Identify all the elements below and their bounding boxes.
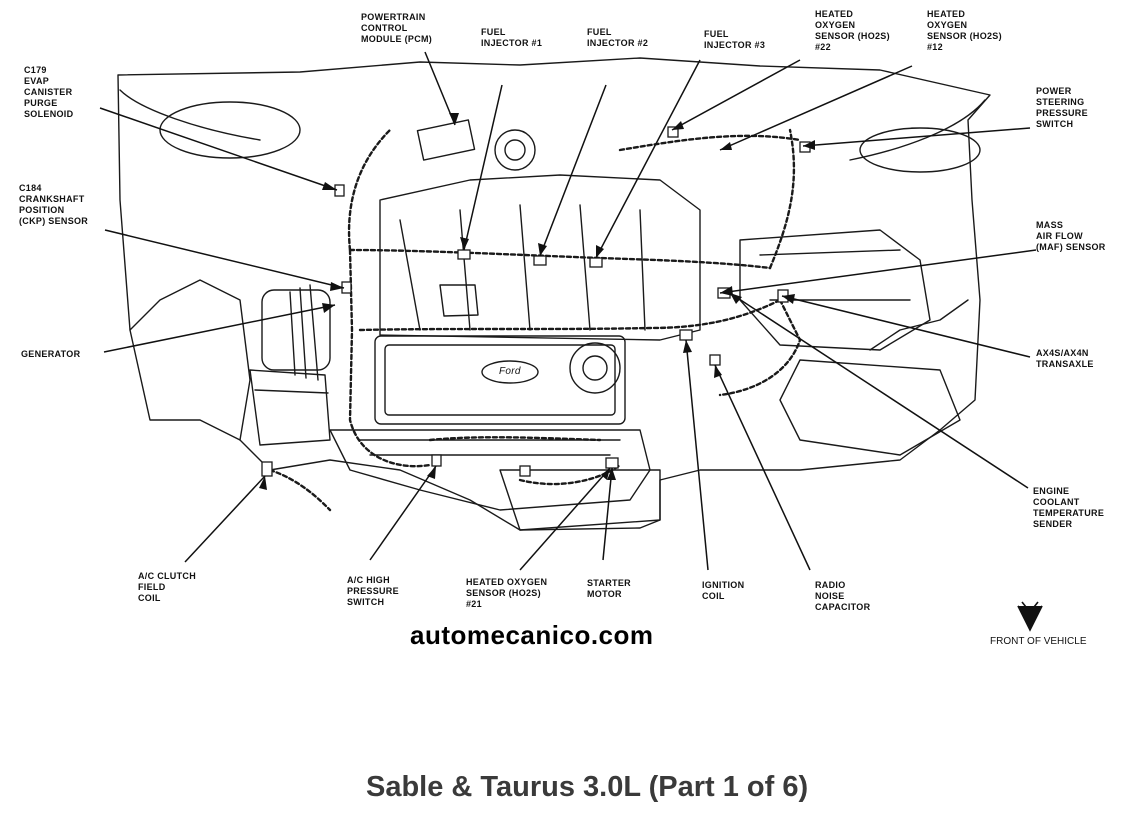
callout-ckp-sensor: C184 CRANKSHAFT POSITION (CKP) SENSOR: [19, 183, 89, 226]
ford-oval: [481, 360, 539, 384]
leader-fuel-injector-2: [539, 84, 607, 257]
strut-tower-right: [859, 127, 981, 173]
harness-main-upper: [348, 248, 772, 270]
callout-transaxle: AX4S/AX4N TRANSAXLE: [1036, 348, 1094, 369]
coil-pack: [569, 342, 621, 394]
harness-left: [347, 128, 432, 468]
leader-ckp: [104, 229, 345, 289]
harness-top: [618, 134, 802, 152]
callout-coolant-sender: ENGINE COOLANT TEMPERATURE SENDER: [1033, 486, 1105, 529]
pcm-box: [416, 119, 476, 161]
callout-fuel-injector-1: FUEL INJECTOR #1: [481, 27, 543, 48]
callout-ho2s-21: HEATED OXYGEN SENSOR (HO2S) #21: [466, 577, 548, 609]
leader-ho2s-12: [719, 65, 913, 151]
leader-starter: [602, 467, 613, 561]
front-bumper: [499, 469, 661, 531]
callout-generator: GENERATOR: [21, 349, 81, 359]
leader-ac-pressure: [369, 465, 437, 561]
leader-evap-solenoid: [99, 107, 338, 191]
generator-body: [261, 289, 331, 371]
watermark-text: automecanico.com: [410, 620, 654, 650]
harness-bottom: [428, 436, 622, 486]
callout-maf-sensor: MASS AIR FLOW (MAF) SENSOR: [1036, 220, 1106, 252]
fender-left: [119, 89, 261, 441]
harness-ac: [268, 468, 332, 512]
leader-radio-capacitor: [714, 364, 811, 571]
fender-right: [849, 99, 986, 351]
callout-ho2s-22: HEATED OXYGEN SENSOR (HO2S) #22: [815, 9, 890, 52]
body-outline: [117, 57, 991, 531]
harness-main-lower: [358, 298, 782, 332]
leader-pcm: [424, 51, 456, 126]
leader-fuel-injector-1: [463, 84, 503, 251]
leader-ac-clutch: [184, 475, 266, 563]
callout-fuel-injector-3: FUEL INJECTOR #3: [704, 29, 766, 50]
callout-power-steering-switch: POWER STEERING PRESSURE SWITCH: [1036, 86, 1088, 129]
callout-ac-clutch-coil: A/C CLUTCH FIELD COIL: [138, 571, 196, 603]
front-of-vehicle-label: FRONT OF VEHICLE: [990, 636, 1087, 647]
callout-radio-capacitor: RADIO NOISE CAPACITOR: [815, 580, 871, 612]
callout-fuel-injector-2: FUEL INJECTOR #2: [587, 27, 649, 48]
leader-ho2s-22: [671, 59, 801, 131]
callout-pcm: POWERTRAIN CONTROL MODULE (PCM): [361, 12, 433, 44]
transaxle-housing: [779, 359, 961, 456]
leader-fuel-injector-3: [595, 59, 701, 259]
harness-right: [718, 128, 802, 397]
intake-manifold: [379, 174, 701, 341]
leader-coolant: [729, 292, 1029, 489]
callout-starter-motor: STARTER MOTOR: [587, 578, 631, 599]
radiator-support: [329, 429, 651, 511]
engine-badge-text: Ford: [499, 366, 521, 377]
leader-ho2s-21: [519, 467, 611, 571]
battery-box: [249, 369, 331, 446]
leader-maf: [719, 249, 1037, 294]
leader-ignition-coil: [685, 339, 709, 571]
leader-generator: [103, 304, 336, 353]
front-of-vehicle-arrow-icon: [1017, 601, 1043, 632]
strut-tower-left: [159, 101, 301, 159]
leader-power-steering: [802, 127, 1031, 147]
callout-evap-solenoid: C179 EVAP CANISTER PURGE SOLENOID: [24, 65, 74, 119]
callout-ignition-coil: IGNITION COIL: [702, 580, 745, 601]
valve-cover: [374, 335, 626, 425]
throttle-body: [494, 129, 536, 171]
leader-transaxle: [781, 295, 1031, 358]
callout-ho2s-12: HEATED OXYGEN SENSOR (HO2S) #12: [927, 9, 1002, 52]
page-caption: Sable & Taurus 3.0L (Part 1 of 6): [366, 771, 809, 803]
air-cleaner: [739, 229, 931, 351]
callout-ac-pressure-switch: A/C HIGH PRESSURE SWITCH: [347, 575, 399, 607]
